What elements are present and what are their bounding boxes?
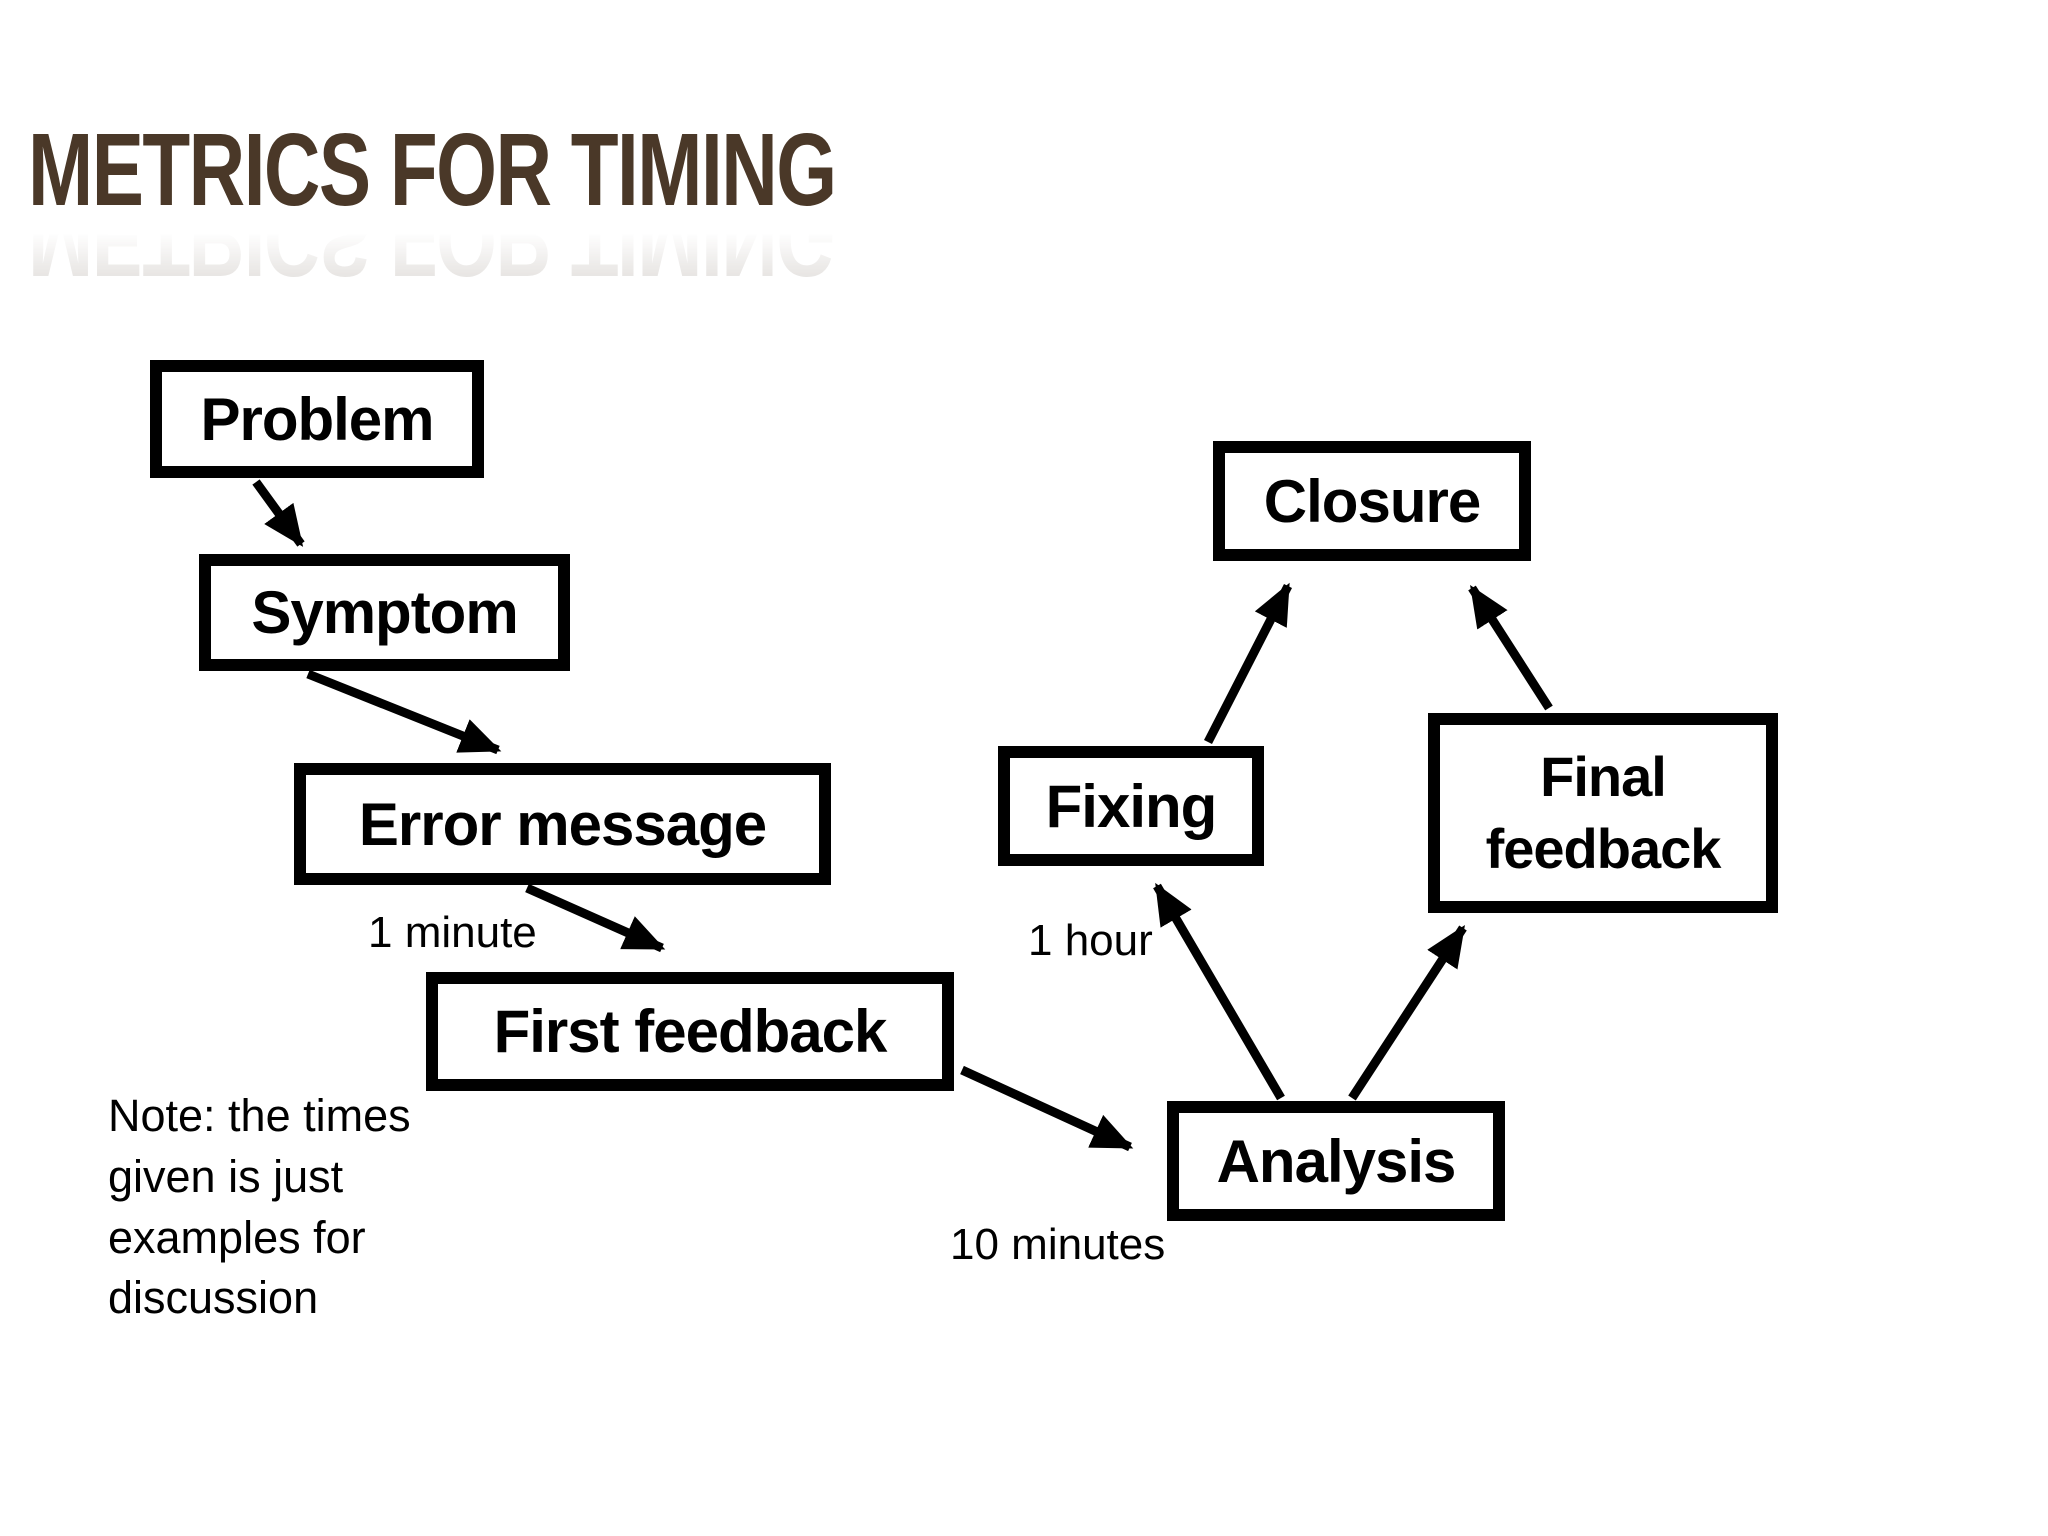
node-problem: Problem [150, 360, 484, 478]
arrow-error-message-to-first-feedback [525, 883, 666, 953]
node-closure: Closure [1213, 441, 1531, 561]
arrow-symptom-to-error-message [306, 669, 502, 755]
slide-title: METRICS FOR TIMING [28, 112, 837, 227]
arrow-analysis-to-final-feedback [1348, 924, 1467, 1101]
time-label-10-minutes: 10 minutes [950, 1220, 1166, 1269]
time-label-1-minute: 1 minute [368, 908, 537, 957]
node-error-message: Error message [294, 763, 831, 885]
node-final-feedback: Final feedback [1428, 713, 1778, 913]
time-label-1-hour: 1 hour [1028, 916, 1153, 965]
note-text: Note: the times given is just examples f… [108, 1090, 411, 1324]
node-symptom: Symptom [199, 554, 570, 671]
title-block: METRICS FOR TIMING METRICS FOR TIMING [28, 112, 1228, 298]
node-analysis: Analysis [1167, 1101, 1505, 1221]
arrow-final-feedback-to-closure [1468, 584, 1553, 711]
node-fixing: Fixing [998, 746, 1264, 866]
arrow-problem-to-symptom [252, 479, 305, 547]
arrow-fixing-to-closure [1203, 582, 1293, 745]
node-first-feedback: First feedback [426, 972, 954, 1091]
arrow-first-feedback-to-analysis [960, 1065, 1134, 1152]
arrow-analysis-to-fixing [1153, 882, 1285, 1101]
